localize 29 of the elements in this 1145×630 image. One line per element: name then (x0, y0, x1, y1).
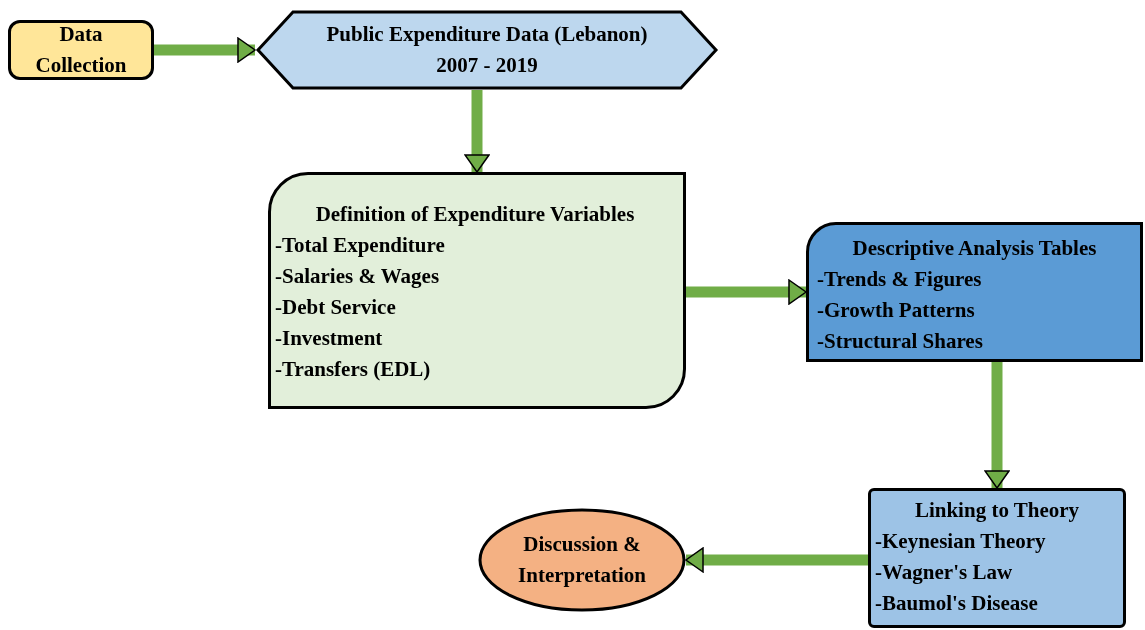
box-label: Discussion & Interpretation (517, 531, 647, 589)
list-item: -Debt Service (275, 294, 396, 321)
list-item: -Wagner's Law (875, 559, 1013, 586)
data-hexagon (255, 10, 719, 90)
list-item: -Trends & Figures (817, 266, 982, 293)
process-box (806, 222, 1143, 362)
box-label: Public Expenditure Data (Lebanon) (326, 21, 648, 48)
list-item: -Transfers (EDL) (275, 356, 431, 383)
list-item: -Investment (275, 325, 383, 352)
list-item: -Growth Patterns (817, 297, 975, 324)
box-heading: Definition of Expenditure Variables (315, 201, 635, 228)
list-item: -Salaries & Wages (275, 263, 440, 290)
box-label: Data Collection (34, 21, 128, 79)
list-item: -Keynesian Theory (875, 528, 1046, 555)
arrow (984, 362, 1010, 489)
box-heading: Descriptive Analysis Tables (852, 235, 1097, 262)
list-item: -Total Expenditure (275, 232, 445, 259)
box-label: 2007 - 2019 (436, 52, 538, 79)
process-box (268, 172, 686, 409)
process-box (868, 488, 1126, 628)
arrow (685, 547, 868, 573)
process-box (8, 20, 154, 80)
arrow (686, 279, 807, 305)
process-ellipse (478, 508, 686, 612)
list-item: -Structural Shares (817, 328, 983, 355)
arrow (464, 90, 490, 173)
arrow (154, 37, 256, 63)
list-item: -Baumol's Disease (875, 590, 1038, 617)
box-heading: Linking to Theory (914, 497, 1080, 524)
